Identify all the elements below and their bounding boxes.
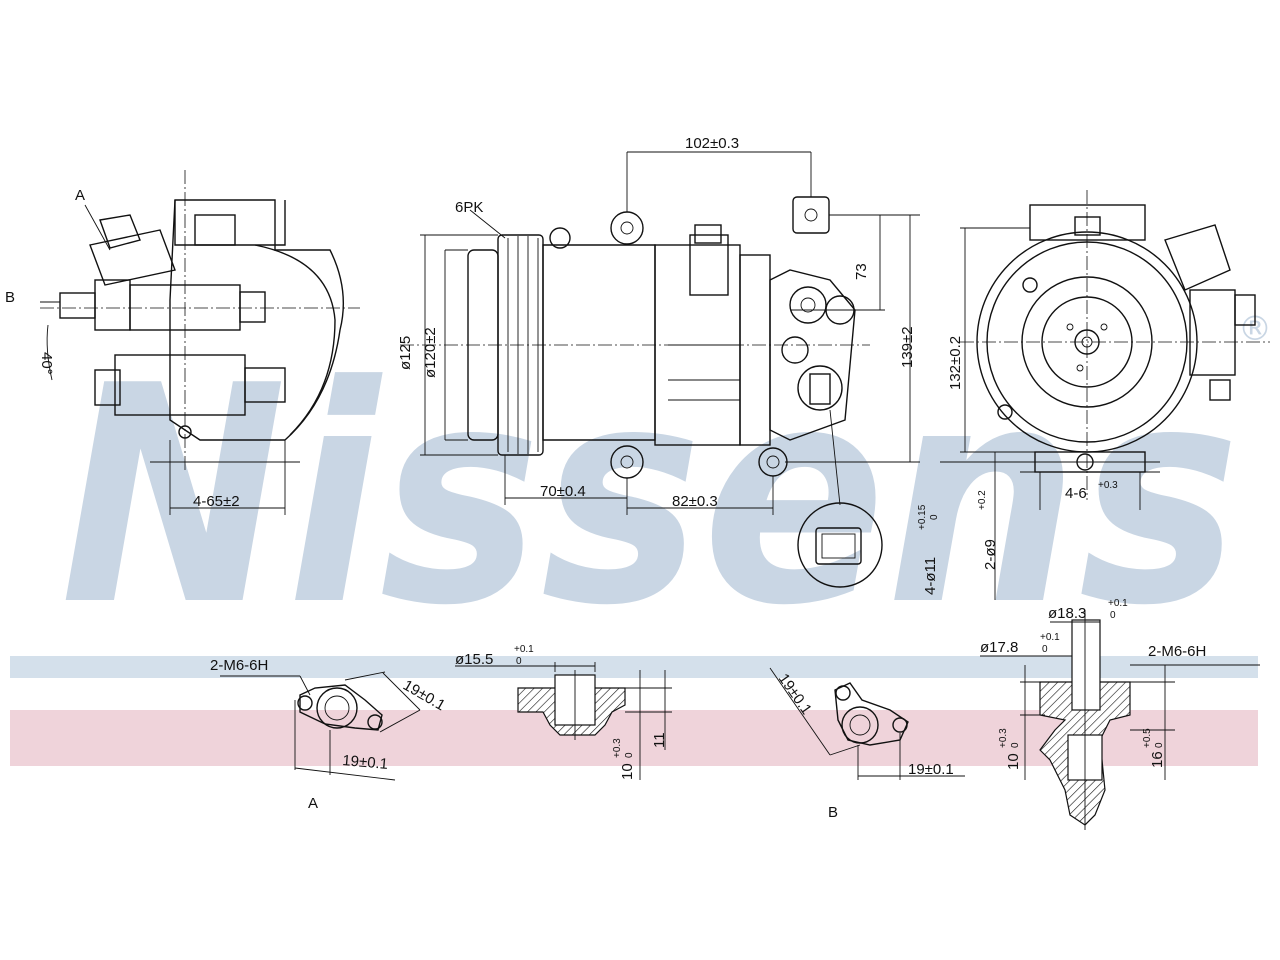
dim-120: ø120±2 — [422, 327, 439, 378]
dim-b-18-3-tol: +0.1 — [1108, 598, 1128, 609]
section-a — [455, 662, 672, 780]
dim-4-6-tol: +0.3 — [1098, 480, 1118, 491]
dim-a-19-lower: 19±0.1 — [342, 752, 389, 773]
dim-102: 102±0.3 — [685, 135, 739, 152]
dim-73: 73 — [853, 263, 870, 280]
side-view-right — [940, 190, 1270, 600]
dim-b-10-tol: +0.3 — [998, 728, 1009, 748]
dim-11-tol: +0.15 — [917, 504, 928, 530]
dim-b-16-tol: +0.5 — [1142, 728, 1153, 748]
detail-a — [220, 671, 421, 781]
dim-b-18-3: ø18.3 — [1048, 605, 1086, 622]
dim-a-15-5: ø15.5 — [455, 651, 493, 668]
pulley-label: 6PK — [455, 199, 483, 216]
view-a-arrow-label: A — [75, 187, 85, 204]
dim-70: 70±0.4 — [540, 483, 586, 500]
dim-11: 4-ø11 — [922, 557, 939, 595]
view-b-arrow-label: B — [5, 289, 15, 306]
watermark-band-blue — [10, 656, 1258, 678]
dim-b-19-lower: 19±0.1 — [908, 761, 954, 778]
dim-a-10: 10 — [619, 763, 636, 780]
dim-a-11: 11 — [651, 732, 668, 748]
detail-a-caption: A — [308, 795, 318, 812]
front-view-center — [400, 151, 920, 588]
dim-a-10-tol: +0.3 — [612, 738, 623, 758]
dim-b-17-8: ø17.8 — [980, 639, 1018, 656]
dim-b-10-tol-lo: 0 — [1010, 742, 1021, 748]
dim-a-10-tol-lo: 0 — [624, 752, 635, 758]
dim-132: 132±0.2 — [947, 336, 964, 390]
thread-label-b: 2-M6-6H — [1148, 643, 1206, 660]
dim-a-19-upper: 19±0.1 — [400, 677, 448, 715]
dim-b-18-3-tol-lo: 0 — [1110, 610, 1116, 621]
section-b — [980, 610, 1260, 830]
dim-2-9-tol: +0.2 — [977, 490, 988, 510]
dim-2-9: 2-ø9 — [982, 539, 999, 570]
dim-139: 139±2 — [899, 326, 916, 368]
watermark-logo: Nissens — [60, 322, 1240, 671]
dim-b-16-tol-lo: 0 — [1154, 742, 1165, 748]
dim-11-tol-lo: 0 — [929, 514, 940, 520]
dim-82: 82±0.3 — [672, 493, 718, 510]
angle-label: 40° — [38, 352, 55, 375]
detail-b — [769, 667, 965, 780]
dim-b-17-8-tol-lo: 0 — [1042, 644, 1048, 655]
dim-b-16: 16 — [1149, 751, 1166, 768]
detail-b-caption: B — [828, 804, 838, 821]
thread-label-a: 2-M6-6H — [210, 657, 268, 674]
dim-125: ø125 — [397, 336, 414, 370]
dim-4-6: 4-6 — [1065, 485, 1087, 502]
dim-b-17-8-tol: +0.1 — [1040, 632, 1060, 643]
dim-a-15-5-tol-lo: 0 — [516, 656, 522, 667]
dim-b-10: 10 — [1005, 753, 1022, 770]
dim-4-65: 4-65±2 — [193, 493, 240, 510]
dim-a-15-5-tol: +0.1 — [514, 644, 534, 655]
side-view-left — [40, 170, 360, 515]
